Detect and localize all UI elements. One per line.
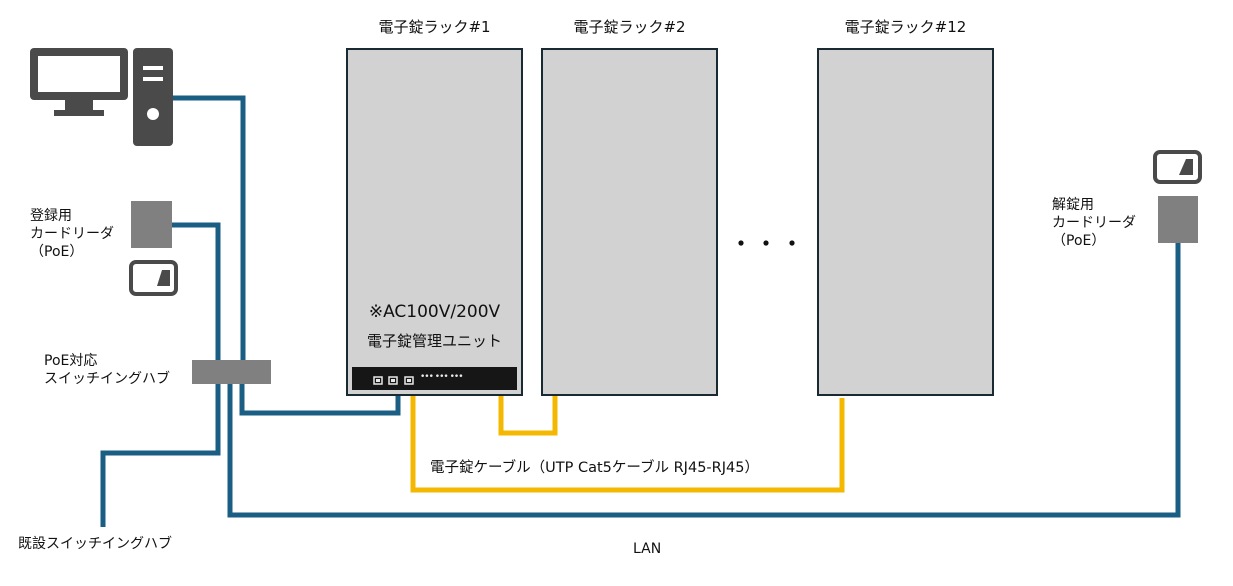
- control-unit-power-note: ※AC100V/200V: [368, 302, 501, 322]
- unlock-reader-label: 解錠用 カードリーダ （PoE）: [1052, 196, 1136, 250]
- rack-2-title: 電子錠ラック#2: [573, 18, 686, 36]
- rack-1-title: 電子錠ラック#1: [378, 18, 491, 36]
- rack-12-title: 電子錠ラック#12: [844, 18, 967, 36]
- poe-hub-label: PoE対応 スイッチイングハブ: [44, 352, 170, 388]
- lock-cables: [410, 392, 845, 493]
- poe-switching-hub: [192, 360, 271, 384]
- label-line: PoE対応: [44, 353, 98, 369]
- existing-hub-label: 既設スイッチイングハブ: [18, 536, 172, 552]
- rj45-port-icon: [388, 376, 398, 385]
- label-line: 登録用: [30, 208, 72, 224]
- lan-lines: [100, 95, 1181, 527]
- rack-12: [817, 48, 994, 396]
- lan-label: LAN: [633, 541, 662, 557]
- label-line: （PoE）: [1052, 233, 1106, 249]
- rj45-port-icon: [404, 376, 414, 385]
- rack-ellipsis-dots: [738, 240, 795, 246]
- label-line: カードリーダ: [1052, 215, 1136, 231]
- rj45-port-icons: [373, 376, 414, 385]
- registration-card-reader: [131, 201, 172, 248]
- lan-line-hub-to-unlock-reader: [227, 243, 1181, 518]
- label-line: カードリーダ: [30, 226, 114, 242]
- label-line: スイッチイングハブ: [44, 371, 170, 387]
- lan-line-hub-to-unit: [239, 382, 401, 416]
- card-reader-icon: [1153, 150, 1202, 184]
- lan-line-reader-to-hub: [172, 222, 221, 362]
- card-reader-icon: [129, 260, 178, 296]
- registration-reader-label: 登録用 カードリーダ （PoE）: [30, 207, 114, 261]
- rack-1: [346, 48, 523, 396]
- lan-line-hub-to-existing-hub: [100, 382, 221, 527]
- control-unit-port-dots: ••• ••• •••: [420, 372, 463, 382]
- label-line: （PoE）: [30, 244, 84, 260]
- lock-cable-label: 電子錠ケーブル（UTP Cat5ケーブル RJ45-RJ45）: [430, 460, 759, 476]
- rack-2: [541, 48, 718, 396]
- lan-line-pc-to-hub: [172, 95, 246, 362]
- label-line: 解錠用: [1052, 197, 1094, 213]
- lock-cable-rack1-rack2: [498, 392, 558, 436]
- rj45-port-icon: [373, 376, 383, 385]
- control-unit-name: 電子錠管理ユニット: [366, 332, 502, 350]
- desktop-computer-icon: [30, 48, 173, 146]
- lock-cable-unit-to-rack12: [410, 392, 845, 493]
- unlock-card-reader: [1158, 196, 1198, 243]
